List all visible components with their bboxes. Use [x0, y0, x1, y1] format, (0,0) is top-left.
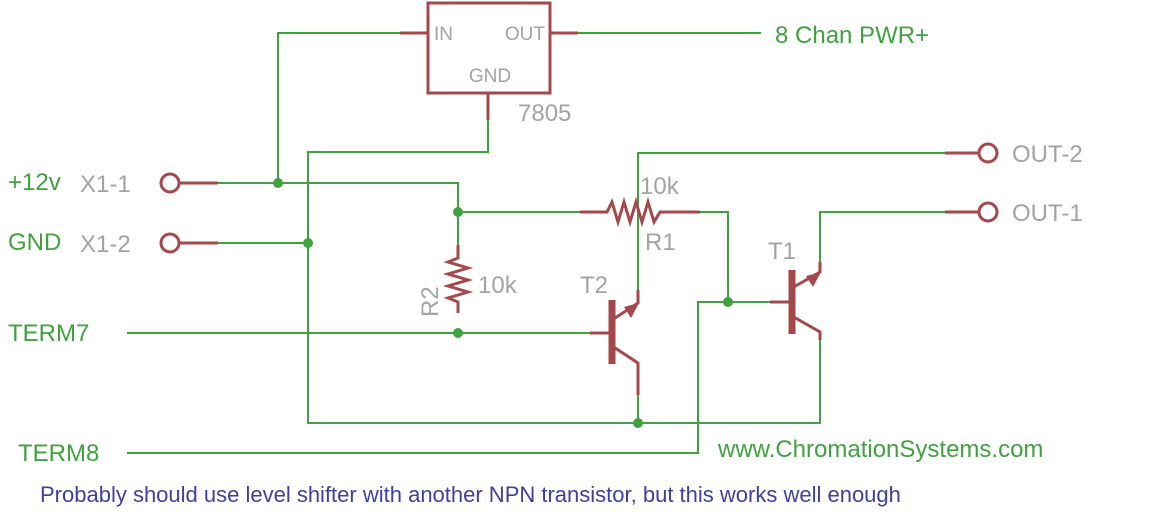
net-label-gnd: GND [8, 229, 61, 256]
wire-r1-to-t1-base [699, 211, 771, 303]
connector-x1-1 [159, 172, 181, 194]
regulator-pin-gnd: GND [469, 66, 511, 87]
connector-out-1 [977, 201, 999, 223]
regulator-7805: IN OUT GND 7805 [426, 1, 571, 127]
resistor-r2: 10k R2 [417, 245, 518, 317]
footnote-text: Probably should use level shifter with a… [40, 482, 901, 507]
regulator-part-value: 7805 [518, 100, 571, 127]
website-text: www.ChromationSystems.com [717, 436, 1043, 463]
connector-labels: X1-1 X1-2 OUT-2 OUT-1 [80, 141, 1083, 258]
wire-gnd-bus [307, 151, 821, 424]
label-out-1: OUT-1 [1012, 200, 1083, 227]
regulator-pin-out: OUT [505, 24, 546, 45]
connector-x1-2 [159, 232, 181, 254]
t1-name: T1 [768, 238, 796, 265]
net-label-term8: TERM8 [18, 440, 99, 467]
wire-t2-collector-to-out2 [637, 152, 951, 291]
component-stubs [180, 31, 978, 245]
regulator-body [426, 1, 552, 95]
r2-name: R2 [417, 286, 444, 317]
wire-x1-1-to-12v [207, 182, 459, 246]
junctions [273, 178, 733, 428]
label-x1-2: X1-2 [80, 231, 131, 258]
r1-value: 10k [640, 173, 680, 200]
net-labels: 8 Chan PWR+ +12v GND TERM7 TERM8 [8, 22, 929, 467]
connectors [159, 142, 999, 254]
wires [127, 32, 951, 454]
connector-out-2 [977, 142, 999, 164]
wire-regulator-gnd [307, 96, 489, 153]
wire-term8-to-node [127, 301, 729, 454]
label-out-2: OUT-2 [1012, 141, 1083, 168]
r2-value: 10k [478, 272, 518, 299]
wire-t1-collector-to-out1 [819, 211, 951, 263]
t2-name: T2 [580, 272, 608, 299]
resistor-r1: 10k R1 [580, 173, 700, 256]
net-label-term7: TERM7 [8, 320, 89, 347]
label-x1-1: X1-1 [80, 171, 131, 198]
regulator-pin-in: IN [434, 24, 453, 45]
net-label-pwr: 8 Chan PWR+ [775, 22, 929, 49]
r1-name: R1 [645, 229, 676, 256]
wire-12v-to-regulator-in [277, 32, 401, 184]
transistor-t1: T1 [768, 238, 822, 340]
net-label-12v: +12v [8, 169, 61, 196]
transistor-t2: T2 [580, 272, 640, 395]
